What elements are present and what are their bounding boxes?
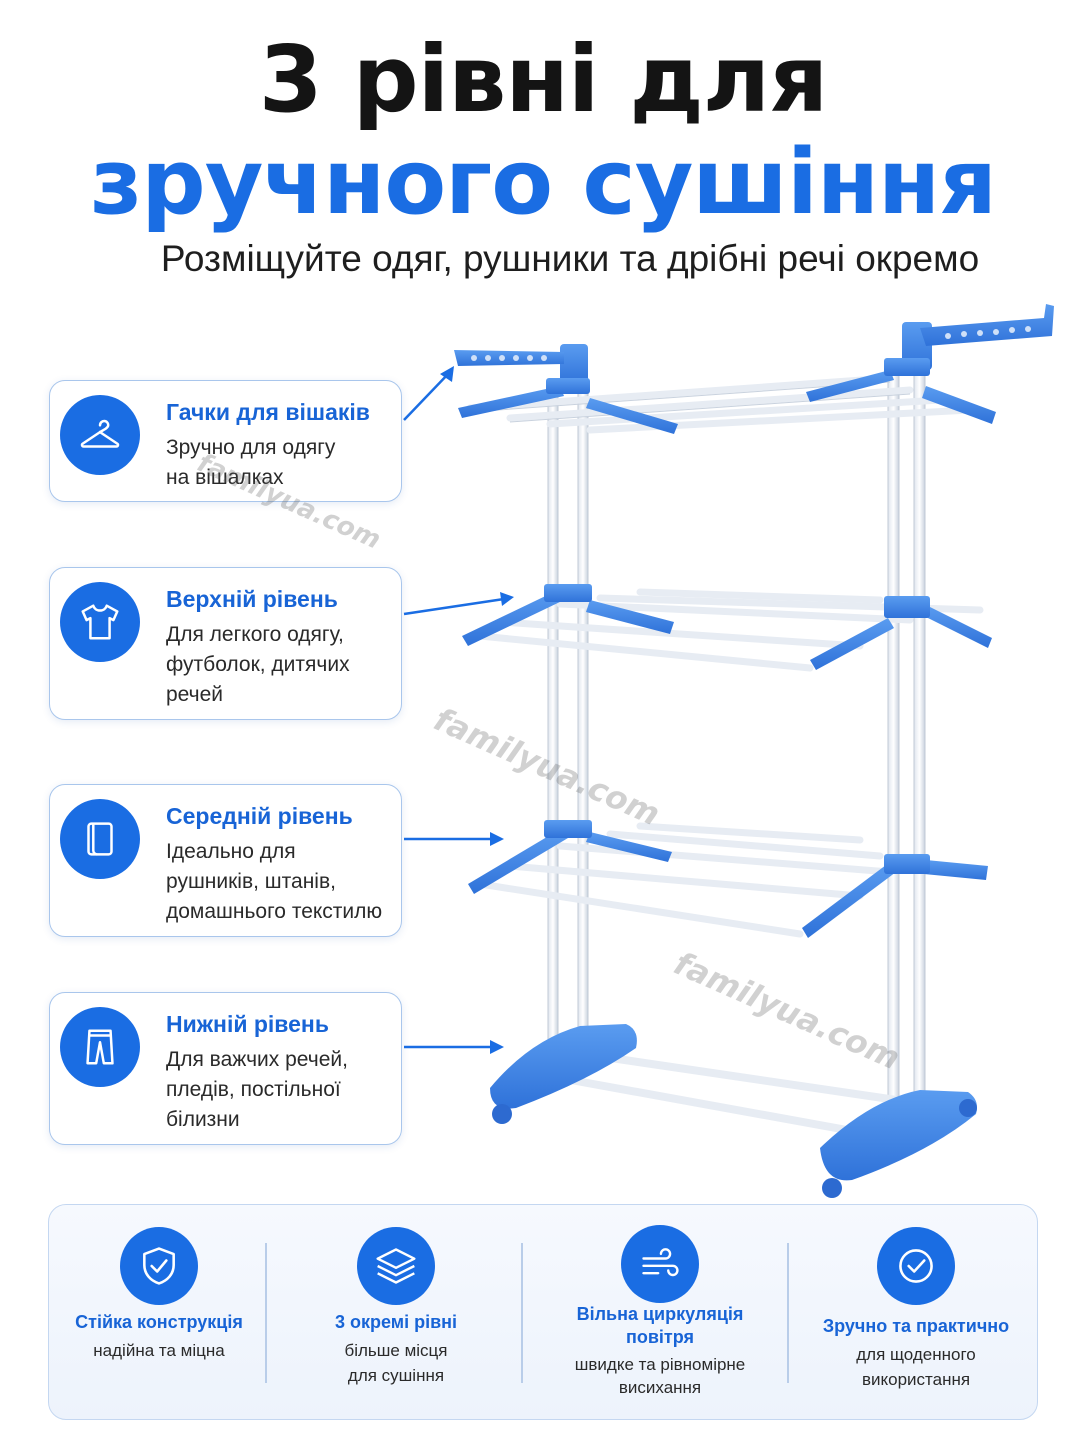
feature-practical: Зручно та практично для щоденного викори… (811, 1205, 1021, 1421)
feature-subtitle: для щоденного використання (856, 1345, 976, 1389)
arrow-icon (404, 832, 504, 846)
drying-rack-image (454, 304, 1054, 1198)
feature-title: Зручно та практично (822, 1316, 1010, 1336)
wind-icon (621, 1225, 699, 1303)
features-panel: Стійка конструкція надійна та міцна 3 ок… (48, 1204, 1038, 1420)
level-title: Гачки для вішаків (166, 399, 370, 425)
feature-title: 3 окремі рівні (334, 1312, 458, 1332)
feature-subtitle: більше місця для сушіння (344, 1341, 448, 1385)
feature-levels: 3 окремі рівні більше місця для сушіння (299, 1205, 493, 1421)
feature-air: Вільна циркуляція повітря швидке та рівн… (549, 1205, 771, 1421)
level-text: Для важчих речей, пледів, постільної біл… (166, 1048, 348, 1131)
subtitle: Розміщуйте одяг, рушники та дрібні речі … (160, 238, 980, 279)
level-title: Верхній рівень (166, 586, 338, 612)
feature-subtitle: надійна та міцна (93, 1341, 225, 1360)
tshirt-icon (60, 582, 140, 662)
title-line-1: 3 рівні для (258, 26, 829, 133)
divider (521, 1243, 523, 1383)
shield-check-icon (120, 1227, 198, 1305)
feature-stable: Стійка конструкція надійна та міцна (59, 1205, 259, 1421)
pants-icon (60, 1007, 140, 1087)
feature-subtitle: швидке та рівномірне висихання (574, 1355, 746, 1397)
level-title: Нижній рівень (166, 1011, 329, 1037)
level-text: Ідеально для рушників, штанів, домашньог… (166, 840, 383, 923)
level-title: Середній рівень (166, 803, 353, 829)
layers-icon (357, 1227, 435, 1305)
level-card-hooks: Гачки для вішаків Зручно для одягу на ві… (49, 380, 402, 502)
hanger-icon (60, 395, 140, 475)
title-line-2: зручного сушіння (90, 130, 997, 235)
divider (787, 1243, 789, 1383)
towel-icon (60, 799, 140, 879)
level-card-bottom: Нижній рівень Для важчих речей, пледів, … (49, 992, 402, 1145)
level-text: Зручно для одягу на вішалках (166, 436, 336, 489)
check-circle-icon (877, 1227, 955, 1305)
arrow-icon (404, 1040, 504, 1054)
arrow-icon (403, 366, 454, 421)
feature-title: Вільна циркуляція повітря (576, 1304, 744, 1347)
feature-title: Стійка конструкція (75, 1312, 243, 1332)
divider (265, 1243, 267, 1383)
level-card-middle: Середній рівень Ідеально для рушників, ш… (49, 784, 402, 937)
level-text: Для легкого одягу, футболок, дитячих реч… (166, 623, 350, 706)
arrow-icon (403, 592, 514, 616)
level-card-top: Верхній рівень Для легкого одягу, футбол… (49, 567, 402, 720)
